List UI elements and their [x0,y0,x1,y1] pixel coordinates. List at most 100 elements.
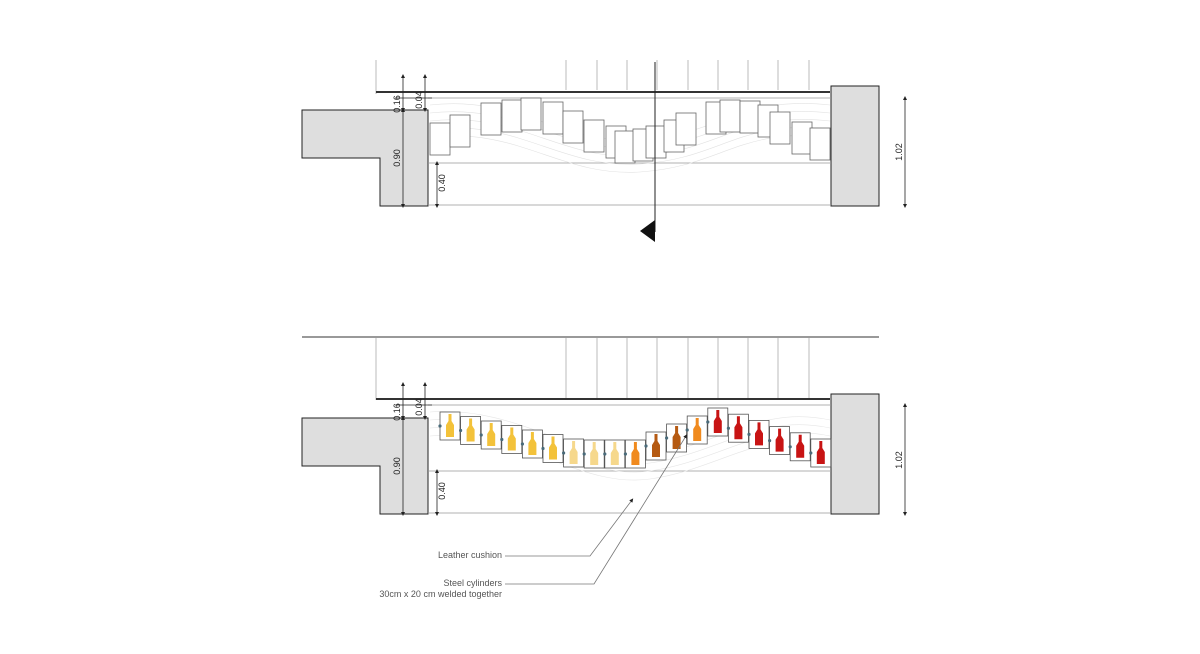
bottle-icon [528,432,537,455]
cushion-box [791,121,813,155]
bottle-icon [713,410,722,433]
steel-cylinder [603,439,626,469]
bottle-icon [755,422,763,446]
steel-cylinder [768,426,790,456]
bottle-cylinder-row [438,407,832,469]
steel-cylinder [541,434,564,463]
steel-cylinder [520,429,543,459]
top-dim-102: 1.02 [894,143,904,161]
steel-cylinder [623,439,646,469]
weld-joint [541,446,545,451]
top-dim-016: 0.16 [392,95,402,113]
steel-cylinder [500,425,523,454]
top-section: 0.16 0.04 0.90 0.40 1.02 [301,60,907,242]
cushion-box [809,127,831,161]
cushion-box [675,112,697,146]
bottle-icon [466,418,475,442]
cushion-box [739,100,761,134]
bottom-dim-016: 0.16 [392,403,402,421]
cushion-box [562,110,584,144]
cushion-box [645,125,667,159]
weld-joint [788,445,792,449]
bottle-icon [446,414,454,437]
bottom-left-wall [301,417,429,515]
steel-cylinder [726,413,749,443]
annotation-leaders [505,434,688,585]
weld-joint [500,437,504,442]
steel-cylinder [788,432,811,462]
weld-joint [685,428,689,432]
weld-joint [665,436,669,440]
bottle-icon [693,418,702,441]
section-cut-arrow-icon [640,220,655,242]
bottle-icon [590,442,599,465]
bottom-dim-004: 0.04 [414,398,424,416]
top-cushion-boxes [429,97,831,164]
weld-joint [459,428,463,433]
cushion-box [501,99,523,133]
top-dim-090: 0.90 [392,149,402,167]
top-left-wall [301,109,429,207]
bottom-dim-090: 0.90 [392,457,402,475]
bottle-icon [796,434,805,458]
steel-cylinder [665,423,687,453]
bottle-icon [816,441,825,464]
top-dimensions [395,74,907,208]
bottom-dim-102: 1.02 [894,451,904,469]
bottle-icon [775,428,784,452]
cushion-box [542,101,564,135]
top-window-mullions [375,60,810,94]
weld-joint [562,451,566,455]
bottom-seat-outline [428,404,831,514]
weld-joint [582,452,586,456]
label-leather-cushion: Leather cushion [438,550,502,560]
weld-joint [479,433,483,437]
bottle-icon [734,416,743,440]
bottom-section: Leather cushion Steel cylinders 30cm x 2… [301,336,907,599]
cushion-box [520,97,542,131]
bottle-icon [652,434,660,457]
bottle-icon [487,423,496,446]
weld-joint [520,442,525,446]
cushion-box [719,99,741,133]
bottle-icon [569,441,578,464]
weld-joint [768,439,772,443]
weld-joint [706,420,710,424]
weld-joint [438,424,442,428]
weld-joint [644,444,648,448]
cushion-box [769,111,791,145]
weld-joint [747,432,751,436]
steel-cylinder [644,431,667,461]
steel-cylinder [438,411,461,441]
bottle-icon [507,427,516,451]
label-steel-dimensions: 30cm x 20 cm welded together [379,589,502,599]
steel-cylinder [582,439,605,469]
cushion-box [614,130,636,164]
cushion-box [480,102,502,136]
weld-joint [726,426,731,430]
bottle-icon [631,442,640,465]
bottle-icon [610,442,619,465]
steel-cylinder [459,416,482,445]
bottom-right-column [830,393,880,515]
steel-cylinder [562,438,584,468]
bottom-window-mullions [375,338,810,400]
weld-joint [603,452,607,456]
bottom-dimensions [395,382,907,516]
weld-joint [809,451,813,455]
bottom-dim-040: 0.40 [437,482,447,500]
steel-cylinder [685,415,708,445]
top-dim-040: 0.40 [437,174,447,192]
label-steel-cylinders: Steel cylinders [443,578,502,588]
cushion-box [449,114,471,148]
cushion-box [583,119,605,153]
bottle-icon [549,436,557,460]
weld-joint [623,452,628,456]
steel-cylinder [479,420,502,450]
steel-cylinder [809,438,832,468]
top-right-column [830,85,880,207]
top-dim-004: 0.04 [414,91,424,109]
steel-cylinder [747,419,770,449]
cushion-box [429,122,451,156]
